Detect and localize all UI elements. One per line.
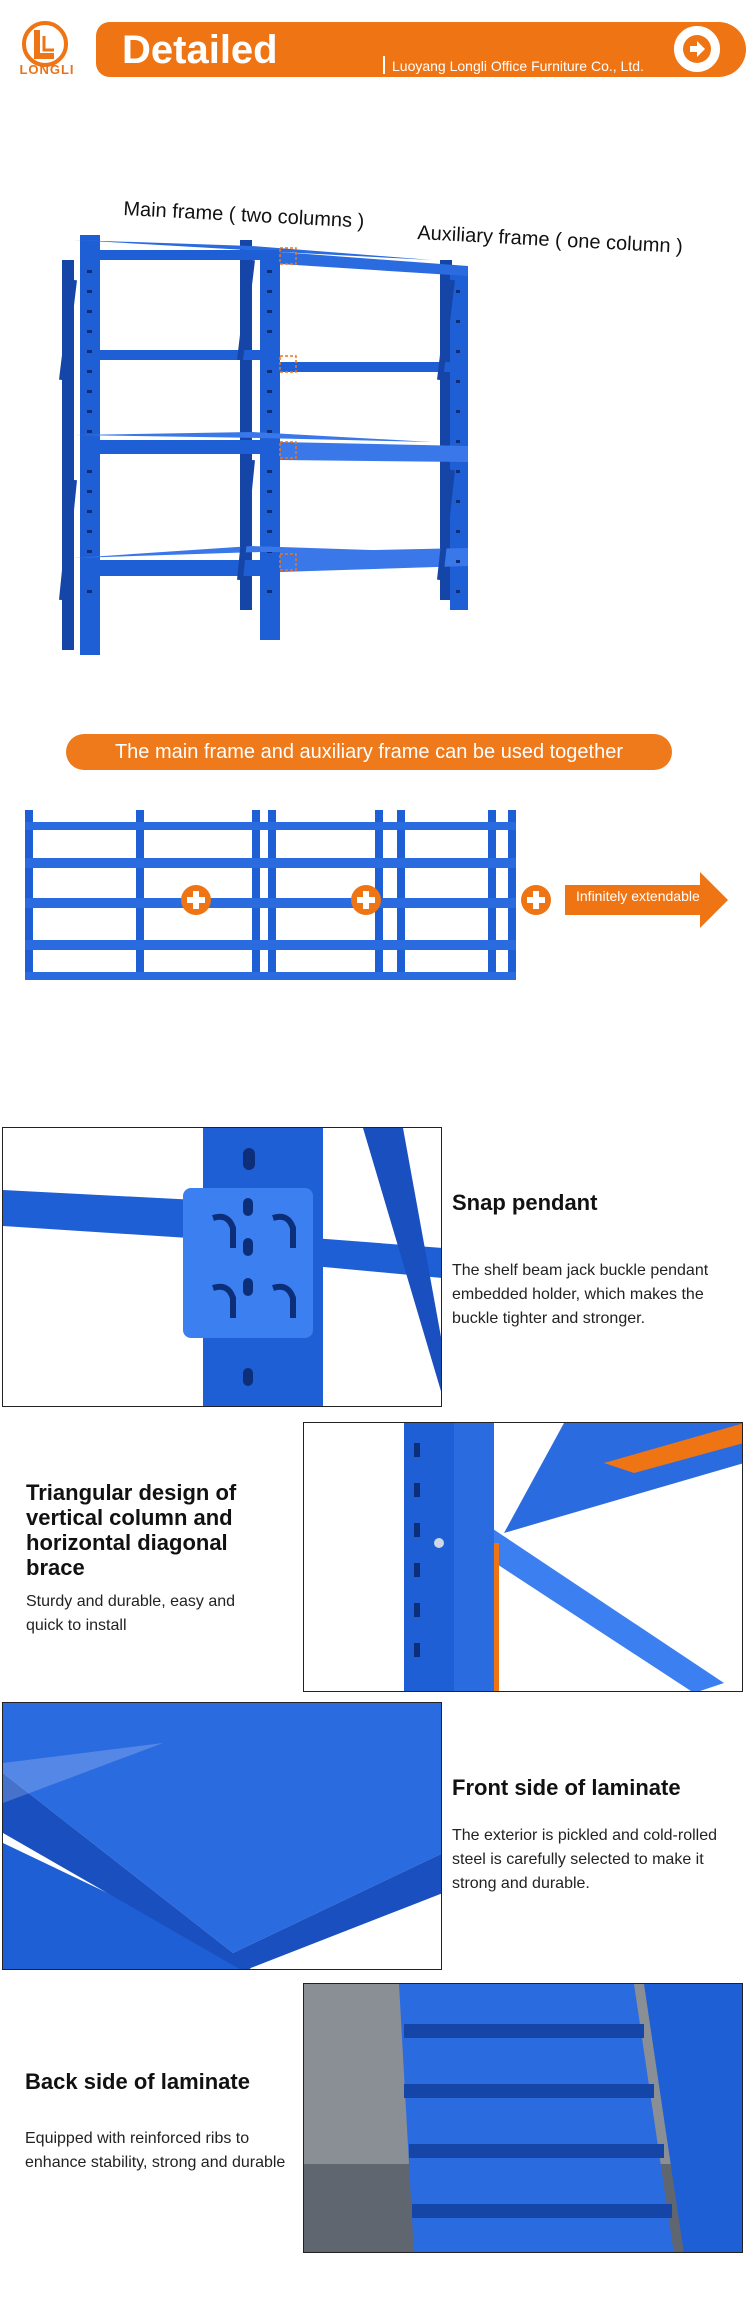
feature-title: Snap pendant xyxy=(452,1190,598,1215)
page-header: LONGLI Detailed Luoyang Longli Office Fu… xyxy=(0,0,750,110)
feature-description: The exterior is pickled and cold-rolled … xyxy=(452,1827,718,1892)
longli-logo xyxy=(22,21,68,67)
company-name: Luoyang Longli Office Furniture Co., Ltd… xyxy=(392,58,644,74)
triangular-brace-photo xyxy=(303,1422,743,1692)
feature-description: Sturdy and durable, easy and quick to in… xyxy=(26,1593,236,1634)
laminate-back-photo xyxy=(303,1983,743,2253)
brand-name: LONGLI xyxy=(19,62,75,77)
header-divider xyxy=(383,56,385,74)
feature-description: The shelf beam jack buckle pendant embed… xyxy=(452,1262,709,1327)
feature-title: Back side of laminate xyxy=(25,2069,250,2094)
feature-title: Front side of laminate xyxy=(452,1775,681,1800)
plus-icon xyxy=(181,885,211,915)
arrow-right-icon xyxy=(683,35,711,63)
plus-icon xyxy=(351,885,381,915)
extendable-illustration xyxy=(25,810,728,980)
feature-title: Triangular design of vertical column and… xyxy=(26,1480,237,1580)
header-banner xyxy=(96,22,746,77)
plus-icon xyxy=(521,885,551,915)
extendable-label: Infinitely extendable xyxy=(576,888,700,904)
combo-caption: The main frame and auxiliary frame can b… xyxy=(66,734,672,770)
shelf-illustration xyxy=(59,235,468,655)
snap-pendant-photo xyxy=(2,1127,442,1407)
feature-description: Equipped with reinforced ribs to enhance… xyxy=(25,2130,286,2171)
next-arrow-button[interactable] xyxy=(672,24,722,74)
laminate-front-photo xyxy=(2,1702,442,1970)
page-title: Detailed xyxy=(122,28,278,72)
